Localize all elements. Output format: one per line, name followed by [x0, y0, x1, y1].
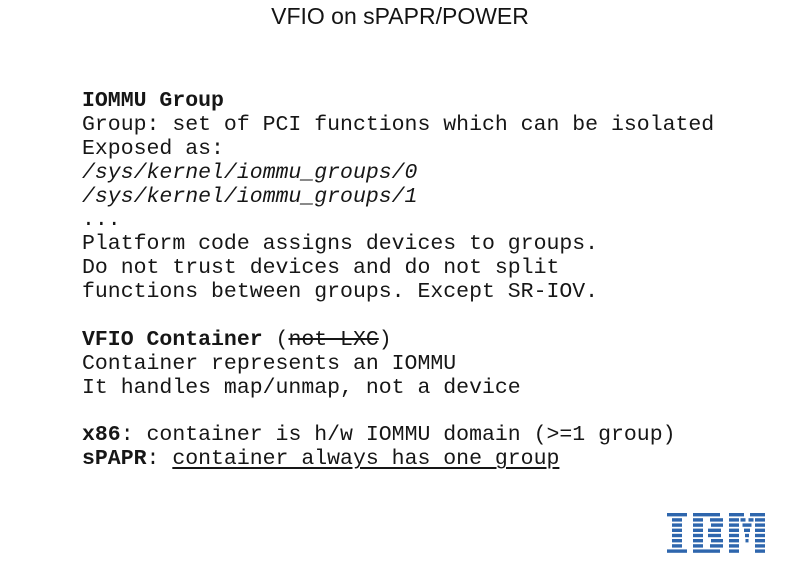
line-do-not-trust: Do not trust devices and do not split: [82, 256, 560, 281]
line-sysfs-path-1: /sys/kernel/iommu_groups/1: [82, 184, 714, 210]
line-container-represents: Container represents an IOMMU: [82, 351, 457, 376]
line-functions-between-groups: functions between groups. Except SR-IOV.: [82, 280, 599, 305]
line-platform-code: Platform code assigns devices to groups.: [82, 232, 599, 257]
sysfs-path: /sys/kernel/iommu_groups/1: [82, 184, 418, 209]
strikethrough-not-lxc: not LXC: [288, 327, 379, 352]
line-ellipsis: ...: [82, 208, 121, 233]
label-spapr: sPAPR: [82, 447, 147, 472]
sysfs-path: /sys/kernel/iommu_groups/0: [82, 160, 418, 185]
line-spapr-container: sPAPR: container always has one group: [82, 447, 560, 472]
slide-title: VFIO on sPAPR/POWER: [271, 3, 529, 29]
heading-vfio-container: VFIO Container: [82, 327, 263, 352]
line-group-definition: Group: set of PCI functions which can be…: [82, 112, 715, 137]
line-vfio-container-heading: VFIO Container (not LXC): [82, 327, 392, 352]
ibm-logo-icon: [667, 513, 765, 553]
line-sysfs-path-0: /sys/kernel/iommu_groups/0: [82, 160, 714, 186]
heading-iommu-group: IOMMU Group: [82, 89, 224, 113]
line-iommu-group-heading: IOMMU Group: [82, 89, 714, 114]
line-handles-map-unmap: It handles map/unmap, not a device: [82, 375, 521, 400]
line-exposed-as: Exposed as:: [82, 136, 224, 161]
line-x86-container: x86: container is h/w IOMMU domain (>=1 …: [82, 423, 676, 448]
slide-body: IOMMU Group Group: set of PCI functions …: [82, 89, 715, 472]
blank-line: [82, 401, 714, 425]
underline-one-group: container always has one group: [172, 447, 560, 472]
label-x86: x86: [82, 423, 121, 448]
blank-line: [82, 305, 714, 329]
